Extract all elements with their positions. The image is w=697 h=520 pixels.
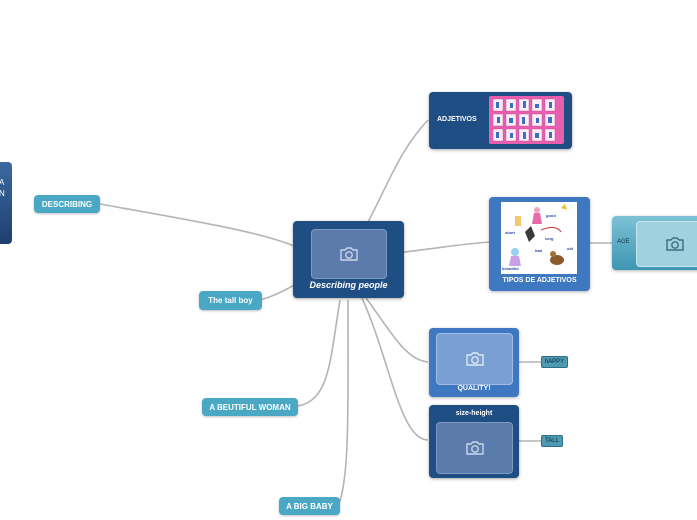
quality-image-placeholder [436,333,513,385]
camera-icon [465,441,484,455]
tipos-word-beautiful: beautiful [502,266,519,271]
happy-node[interactable]: hAPPY [541,356,568,368]
camera-icon [465,352,484,366]
size-height-image-placeholder [436,422,513,474]
central-node[interactable]: Describing people [293,221,404,298]
tipos-word-old: old [567,246,573,251]
adjetivos-label: ADJETIVOS [437,116,477,123]
tall-boy-node[interactable]: The tall boy [199,291,262,310]
beautiful-woman-node[interactable]: A BEUTIFUL WOMAN [202,398,298,416]
beautiful-woman-label: A BEUTIFUL WOMAN [209,402,291,412]
left-cutoff-text-2: N [0,189,5,198]
tipos-illustrations [509,204,567,266]
adjetivos-node[interactable]: ADJETIVOS [429,92,572,149]
tall-label: TALL [545,438,559,444]
size-height-node[interactable]: size-height [429,405,519,478]
age-image-placeholder [636,221,697,267]
tipos-word-good: good [546,213,556,218]
tipos-word-bad: bad [535,248,543,253]
camera-icon [666,237,684,251]
left-cutoff-node[interactable]: A N [0,162,12,244]
tipos-word-short: short [505,230,515,235]
adjetivos-cards-graphic [492,98,556,142]
tall-boy-label: The tall boy [208,296,253,305]
big-baby-node[interactable]: A BIG BABY [279,497,340,515]
quality-label: QUALITY! [457,385,491,392]
adjetivos-image [489,96,564,144]
age-label: AGE [617,239,630,245]
tipos-word-long: long [545,236,554,241]
central-label: Describing people [309,280,388,290]
left-cutoff-text-1: A [0,178,5,187]
describing-label: DESCRIBING [41,199,93,209]
big-baby-label: A BIG BABY [286,501,333,511]
camera-icon [340,247,358,261]
central-image-placeholder [311,229,387,279]
happy-label: hAPPY [544,359,565,365]
describing-node[interactable]: DESCRIBING [34,195,100,213]
size-height-label: size-height [455,410,493,417]
tipos-label: TIPOS DE ADJETIVOS [502,277,577,284]
age-node[interactable]: AGE [612,216,697,270]
tipos-node[interactable]: good short long bad old beautiful TIPOS … [489,197,590,291]
tipos-image: good short long bad old beautiful [501,202,577,274]
tall-node[interactable]: TALL [541,435,563,447]
quality-node[interactable]: QUALITY! [429,328,519,397]
